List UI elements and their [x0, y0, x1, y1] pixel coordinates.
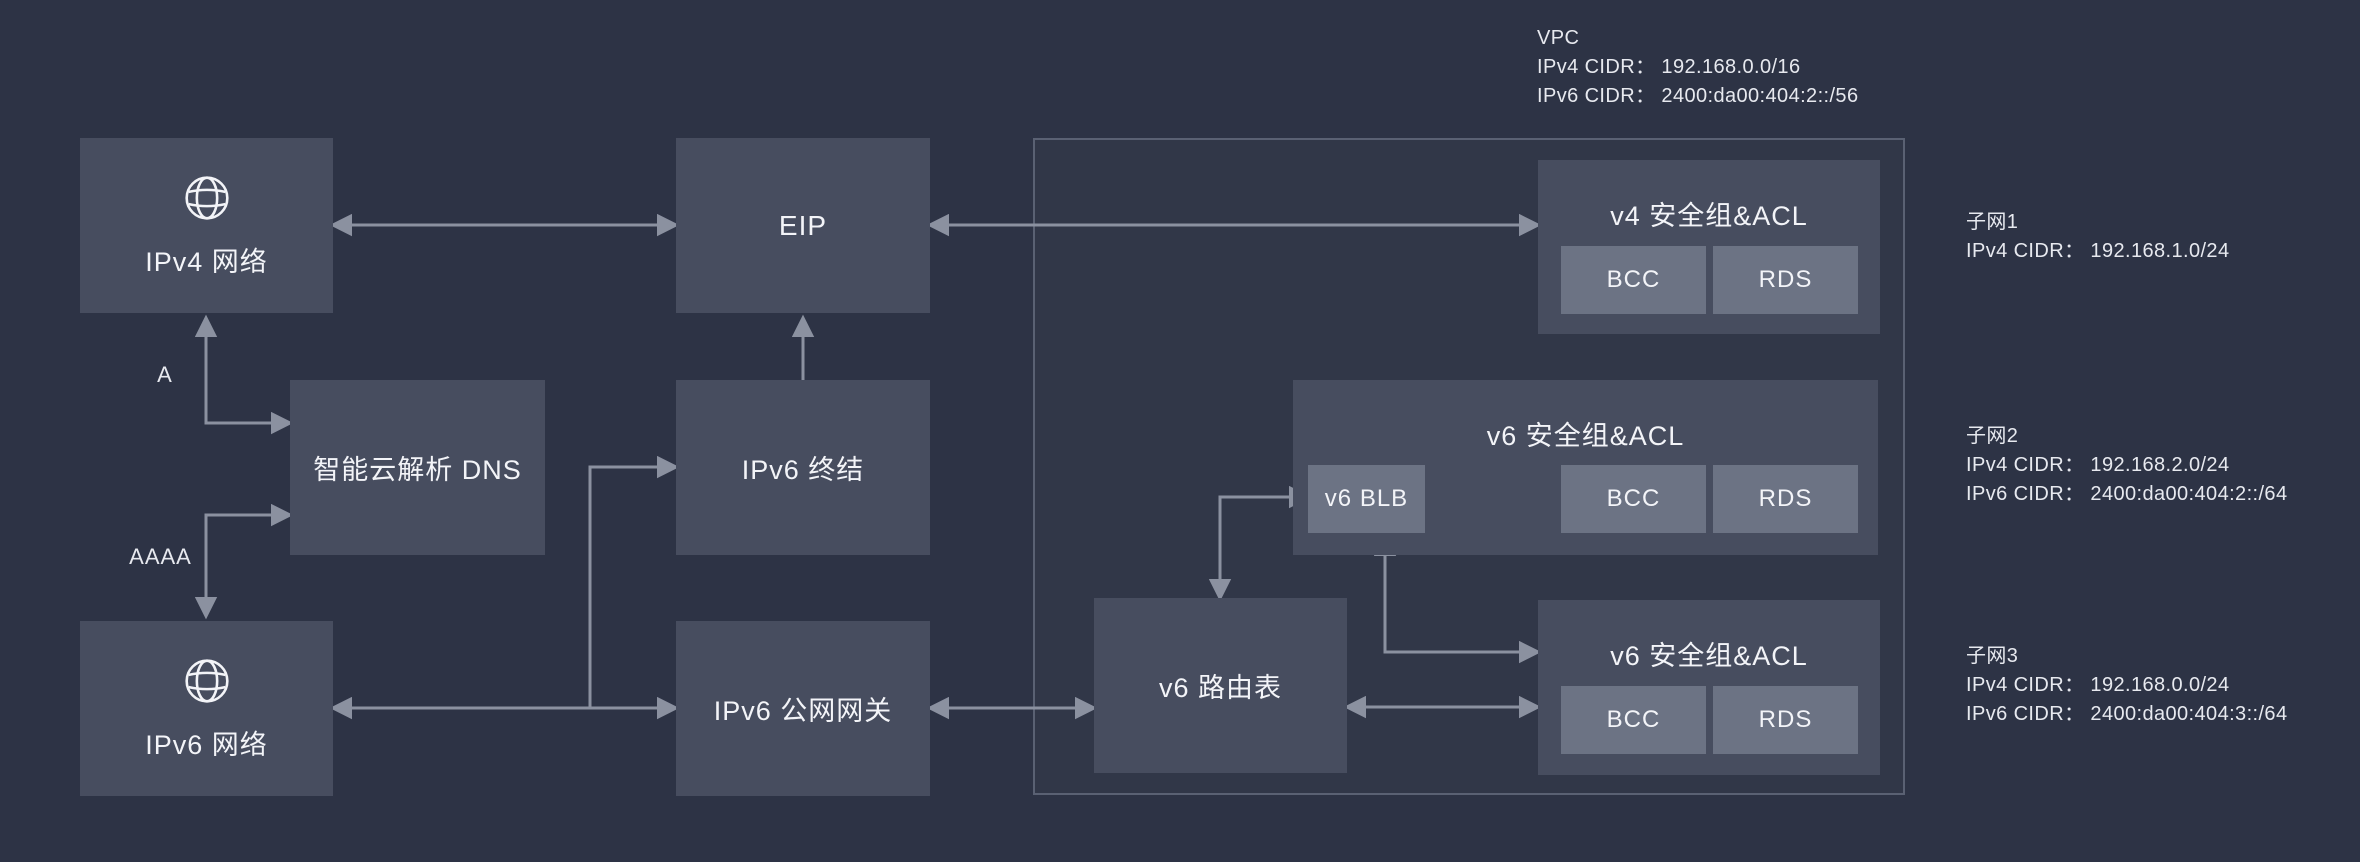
node-ipv6-termination: IPv6 终结 — [676, 380, 930, 555]
sg-title: v4 安全组&ACL — [1610, 201, 1808, 231]
subnet1-annotation: 子网1 IPv4 CIDR： 192.168.1.0/24 — [1966, 208, 2229, 266]
rds-chip: RDS — [1713, 246, 1858, 314]
node-dns: 智能云解析 DNS — [290, 380, 545, 555]
subnet-ipv4-cidr: IPv4 CIDR： 192.168.1.0/24 — [1966, 240, 2230, 262]
subnet2-annotation: 子网2 IPv4 CIDR： 192.168.2.0/24 IPv6 CIDR：… — [1966, 422, 2287, 509]
node-v4-security-group-acl: v4 安全组&ACL BCC RDS — [1538, 160, 1880, 334]
aaaa-record-label: AAAA — [129, 544, 192, 569]
bcc-chip: BCC — [1561, 686, 1706, 754]
node-v6-security-group-acl-subnet3: v6 安全组&ACL BCC RDS — [1538, 600, 1880, 775]
node-label: v6 路由表 — [1158, 673, 1283, 703]
node-v6-security-group-acl-subnet2: v6 安全组&ACL v6 BLB BCC RDS — [1293, 380, 1878, 555]
vpc-ipv6-cidr: IPv6 CIDR： 2400:da00:404:2::/56 — [1537, 85, 1859, 107]
subnet-ipv6-cidr: IPv6 CIDR： 2400:da00:404:3::/64 — [1966, 703, 2288, 725]
subnet-ipv4-cidr: IPv4 CIDR： 192.168.2.0/24 — [1966, 454, 2230, 476]
vpc-container — [1033, 138, 1905, 795]
subnet-ipv6-cidr: IPv6 CIDR： 2400:da00:404:2::/64 — [1966, 483, 2288, 505]
edge-routetable-blb — [1208, 485, 1312, 602]
vpc-ipv4-cidr: IPv4 CIDR： 192.168.0.0/16 — [1537, 56, 1801, 78]
sg-title: v6 安全组&ACL — [1610, 641, 1808, 671]
edge-branch-termination — [588, 455, 680, 708]
sg-title: v6 安全组&ACL — [1486, 421, 1685, 451]
bcc-chip: BCC — [1561, 246, 1706, 314]
globe-icon — [181, 655, 233, 707]
subnet-name: 子网2 — [1966, 425, 2019, 447]
node-label: IPv6 终结 — [741, 455, 865, 485]
node-label: IPv4 网络 — [145, 247, 268, 277]
subnet-name: 子网3 — [1966, 645, 2019, 667]
node-ipv6-network: IPv6 网络 — [80, 621, 333, 796]
subnet3-annotation: 子网3 IPv4 CIDR： 192.168.0.0/24 IPv6 CIDR：… — [1966, 642, 2287, 729]
globe-icon — [181, 172, 233, 224]
node-ipv4-network: IPv4 网络 — [80, 138, 333, 313]
edge-blb-v6sg3 — [1373, 533, 1542, 664]
edge-dns-ipv6net-aaaa — [194, 503, 294, 620]
node-ipv6-public-gateway: IPv6 公网网关 — [676, 621, 930, 796]
rds-chip: RDS — [1713, 686, 1858, 754]
rds-chip: RDS — [1713, 465, 1858, 533]
v6-blb-chip: v6 BLB — [1308, 465, 1425, 533]
node-label: IPv6 公网网关 — [713, 696, 893, 726]
subnet-name: 子网1 — [1966, 211, 2019, 233]
bcc-chip: BCC — [1561, 465, 1706, 533]
node-label: EIP — [778, 209, 828, 241]
vpc-annotation: VPC IPv4 CIDR： 192.168.0.0/16 IPv6 CIDR：… — [1537, 24, 1858, 111]
node-v6-route-table: v6 路由表 — [1094, 598, 1347, 773]
node-label: 智能云解析 DNS — [313, 455, 522, 485]
node-label: IPv6 网络 — [145, 730, 268, 760]
node-eip: EIP — [676, 138, 930, 313]
a-record-label: A — [157, 362, 173, 387]
edge-dns-ipv4net-a — [194, 314, 294, 435]
subnet-ipv4-cidr: IPv4 CIDR： 192.168.0.0/24 — [1966, 674, 2230, 696]
vpc-title: VPC — [1537, 27, 1580, 49]
